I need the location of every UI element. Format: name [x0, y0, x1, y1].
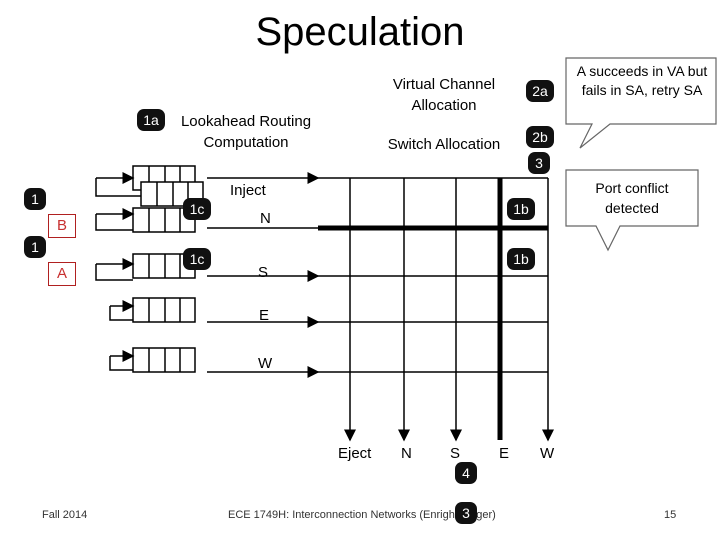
output-label-eject: Eject: [338, 445, 372, 462]
step-badge-2b: 2b: [526, 126, 554, 148]
input-buffer-west: [132, 347, 196, 373]
input-label-inject: Inject: [230, 182, 266, 199]
step-badge-3: 3: [528, 152, 550, 174]
footer-course: ECE 1749H: Interconnection Networks (Enr…: [228, 509, 496, 521]
step-badge-1a: 1a: [137, 109, 165, 131]
output-label-south: S: [450, 445, 461, 462]
input-label-west: W: [258, 355, 273, 372]
step-badge-1b-north: 1b: [507, 198, 535, 220]
input-label-north: N: [260, 210, 271, 227]
output-label-north: N: [401, 445, 412, 462]
lookahead-routing-box: Lookahead Routing Computation: [170, 111, 322, 157]
step-badge-4: 4: [455, 462, 477, 484]
speech-bubble-success: [565, 57, 717, 149]
switch-allocation-label: Switch Allocation: [387, 136, 501, 153]
input-label-south: S: [258, 264, 269, 281]
step-badge-3-footer: 3: [455, 502, 477, 524]
step-badge-2a: 2a: [526, 80, 554, 102]
step-badge-1c-south: 1c: [183, 248, 211, 270]
input-buffer-east: [132, 297, 196, 323]
switch-allocation-box: Switch Allocation: [370, 134, 518, 156]
page-number: 15: [664, 509, 677, 521]
speech-bubble-conflict: [565, 169, 699, 252]
input-wiring: [95, 172, 320, 378]
step-badge-1b-south: 1b: [507, 248, 535, 270]
crossbar: [318, 177, 554, 442]
step-badge-1c-north: 1c: [183, 198, 211, 220]
output-label-east: E: [499, 445, 510, 462]
packet-b: B: [48, 214, 76, 238]
callout-success-text: A succeeds in VA but fails in SA, retry …: [576, 63, 708, 98]
callout-conflict-text: Port conflict detected: [595, 180, 669, 216]
packet-a: A: [48, 262, 76, 286]
vc-allocation-box: Virtual Channel Allocation: [376, 74, 512, 120]
input-label-east: E: [259, 307, 270, 324]
footer-date: Fall 2014: [42, 509, 88, 521]
output-label-west: W: [540, 445, 555, 462]
step-badge-1-b: 1: [24, 188, 46, 210]
vc-allocation-label: Virtual Channel Allocation: [392, 76, 496, 114]
lookahead-routing-label: Lookahead Routing Computation: [180, 113, 312, 151]
page-title: Speculation: [255, 10, 465, 54]
step-badge-1-a: 1: [24, 236, 46, 258]
